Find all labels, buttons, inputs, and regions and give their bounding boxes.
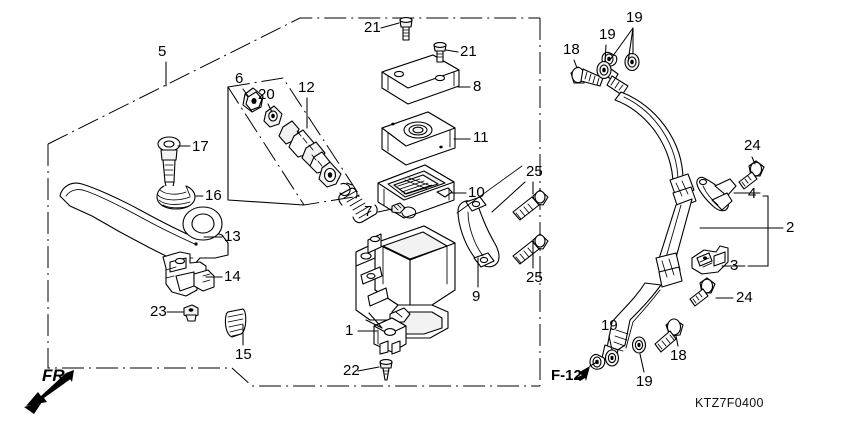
callout-24-b: 24 [736,289,753,306]
holder-bolt-part-25-lower [512,233,549,265]
front-orientation-label: FR. [42,366,70,385]
drawing-code: KTZ7F0400 [695,396,764,410]
fr-arrow [24,370,74,414]
callout-18-b: 18 [670,347,687,364]
holder-bolt-part-25-upper [512,189,549,221]
callout-9: 9 [472,288,481,305]
callout-5: 5 [158,43,167,60]
callout-17: 17 [192,138,209,155]
cap-screw-part-21-upper [399,17,413,41]
sealing-washer-part-19-lower-right [631,336,647,354]
callout-2: 2 [786,219,795,236]
callout-24-a: 24 [744,137,761,154]
lever-spring-part-16 [156,185,196,210]
master-cylinder-body [355,225,456,339]
callout-25-a: 25 [526,163,543,180]
switch-screw-part-22 [379,359,393,381]
callout-23: 23 [150,303,167,320]
callout-11: 11 [473,129,489,146]
sealing-washer-part-19-lower-left [604,349,620,367]
clamper-bolt-part-24-lower [689,277,716,307]
callout-3: 3 [730,257,739,274]
hose-clamper-part-3 [691,245,729,275]
piston-set-part-12 [242,87,378,224]
callout-4: 4 [748,185,757,202]
pivot-bolt-part-17 [157,136,181,192]
reservoir-cap-part-8 [381,54,460,105]
callout-19-b: 19 [626,9,643,26]
sealing-washer-part-19-upper-right [624,52,640,72]
callout-6: 6 [235,70,244,87]
brake-lever-part-13 [59,182,229,267]
group-boundary-12 [227,77,361,206]
callout-25-b: 25 [526,269,543,286]
leader-lines [165,22,769,373]
callout-13: 13 [224,228,241,245]
callout-8: 8 [473,78,482,95]
cross-reference-f12: F-12 [551,367,582,384]
f12-arrow [576,361,598,381]
callout-7: 7 [364,203,373,220]
callout-21-a: 21 [364,19,381,36]
joint-clip-part-7 [391,202,417,219]
callout-10: 10 [468,184,485,201]
callout-22: 22 [343,362,360,379]
callout-15: 15 [235,346,252,363]
callout-16: 16 [205,187,222,204]
oil-bolt-part-18-lower [654,318,684,353]
callout-19-c: 19 [601,317,618,334]
callout-19-a: 19 [599,26,616,43]
hose-guide-part-4 [696,176,737,212]
adjuster-nut-part-23 [183,304,199,322]
brake-light-switch-part-1 [365,312,407,355]
callout-21-b: 21 [460,43,477,60]
sealing-washer-part-19-upper-left [596,60,612,80]
return-spring-part-15 [224,308,247,338]
callout-1: 1 [345,322,354,339]
callout-14: 14 [224,268,241,285]
lever-adjuster-bracket-part-14 [162,251,215,297]
master-cylinder-holder-part-9 [457,196,500,268]
cap-screw-part-21-lower [433,42,447,63]
callout-20: 20 [258,86,275,103]
diaphragm-part-11 [381,111,456,166]
callout-19-d: 19 [636,373,653,390]
callout-18: 18 [563,41,580,58]
oil-bolt-part-18-upper [570,66,604,87]
guide-bolt-part-24-upper [738,160,765,190]
callout-12: 12 [298,79,315,96]
group-bracket-2-3-4 [747,195,784,267]
